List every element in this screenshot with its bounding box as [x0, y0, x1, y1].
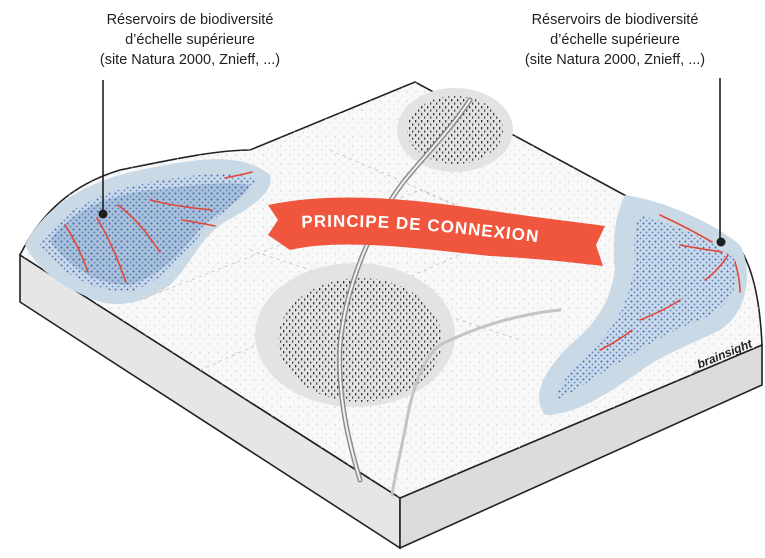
forest-center — [255, 263, 455, 407]
reservoir-label-left: Réservoirs de biodiversité d’échelle sup… — [30, 10, 350, 70]
reservoir-label-right-line3: (site Natura 2000, Znieff, ...) — [524, 52, 706, 68]
reservoir-label-right-line2: d’échelle supérieure — [550, 32, 680, 48]
secondary-road — [390, 308, 562, 497]
reservoir-label-right-line1: Réservoirs de biodiversité — [531, 12, 699, 28]
reservoir-label-right: Réservoirs de biodiversité d’échelle sup… — [455, 10, 765, 70]
forest-top — [397, 88, 513, 172]
reservoir-label-left-line2: d’échelle supérieure — [125, 32, 255, 48]
left-reservoir — [25, 159, 271, 305]
reservoir-label-left-line3: (site Natura 2000, Znieff, ...) — [99, 52, 281, 68]
right-reservoir — [539, 195, 748, 415]
pointer-left — [98, 80, 108, 219]
connection-banner: PRINCIPE DE CONNEXION — [268, 197, 605, 266]
pointer-right — [716, 78, 726, 247]
main-road — [337, 97, 473, 483]
reservoir-label-left-line1: Réservoirs de biodiversité — [106, 12, 274, 28]
